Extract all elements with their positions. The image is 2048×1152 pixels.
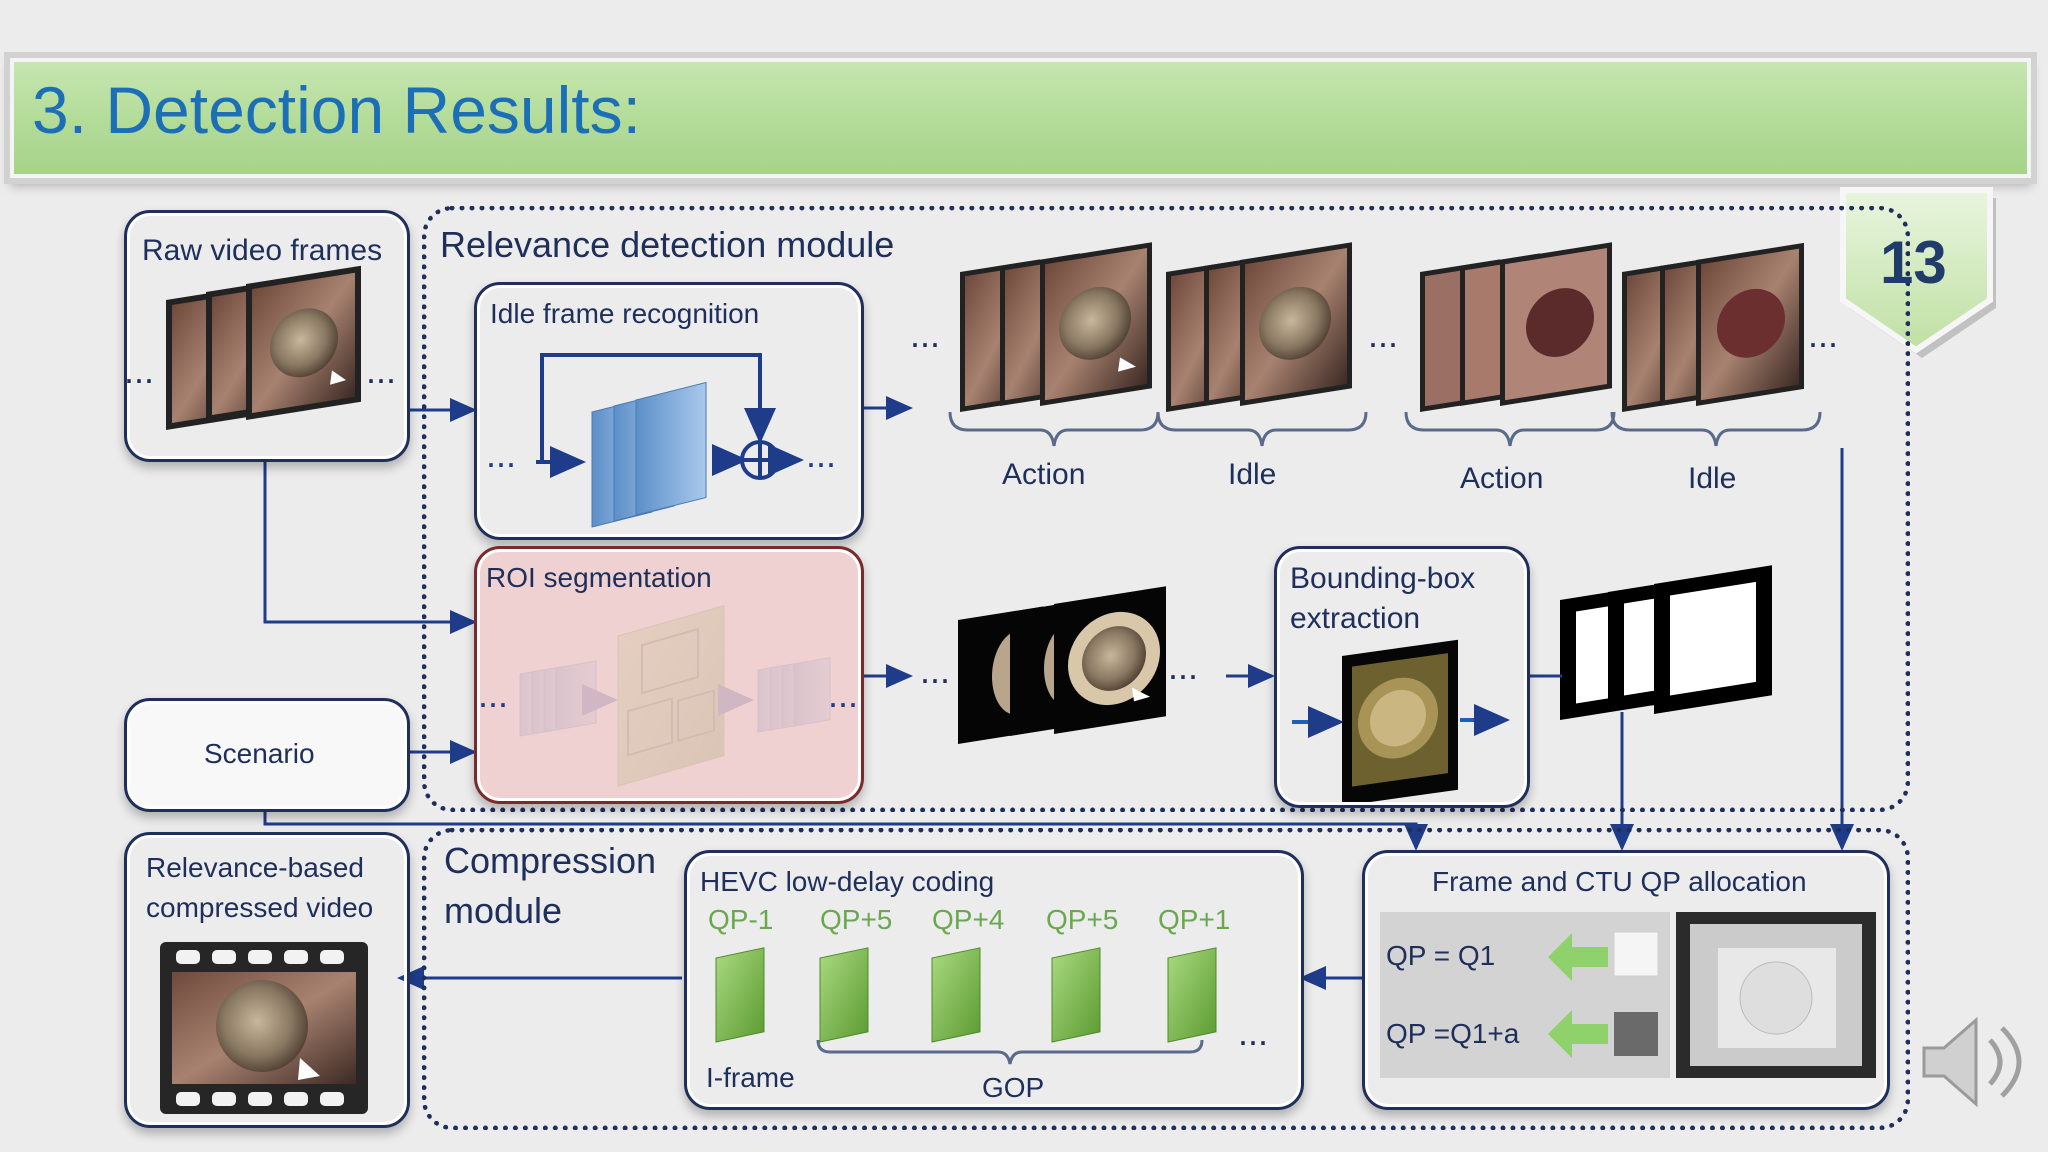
seg-ellipsis-left: ... [920, 650, 951, 691]
relevance-module-title: Relevance detection module [440, 224, 895, 265]
residual-block [536, 353, 804, 528]
gop-label: GOP [982, 1072, 1045, 1103]
idle-ellipsis-in: ... [486, 434, 517, 475]
qp-eq-2: QP =Q1+a [1386, 1018, 1520, 1049]
frame-stacks-top [960, 242, 1804, 412]
qp-label-3: QP+4 [932, 904, 1005, 935]
idle-ellipsis-out: ... [806, 434, 837, 475]
raw-frames-stack [166, 265, 361, 430]
scenario-label: Scenario [204, 738, 315, 769]
group-braces [948, 411, 1822, 447]
group-label-idle-1: Idle [1228, 458, 1277, 491]
qp-label-2: QP+5 [820, 904, 893, 935]
slide-title: 3. Detection Results: [32, 73, 641, 147]
raw-frames-label: Raw video frames [142, 234, 383, 267]
connectors [263, 396, 1854, 990]
qp-allocation-graphic [1380, 912, 1876, 1078]
page-number: 13 [1880, 229, 1947, 296]
frames-ellipsis-3: ... [1808, 314, 1839, 355]
roi-segmentation-box [474, 546, 864, 804]
compression-title-2: module [444, 890, 563, 931]
segmented-frames [958, 586, 1166, 744]
mask-stack [1560, 565, 1772, 720]
qp-eq-1: QP = Q1 [1386, 940, 1496, 971]
speaker-icon[interactable] [1922, 1016, 2022, 1108]
idle-recognition-label: Idle frame recognition [490, 298, 760, 329]
title-bar [10, 58, 2031, 178]
frames-ellipsis-2: ... [1368, 314, 1399, 355]
raw-frames-ellipsis-left: ... [124, 350, 155, 391]
scenario-box [124, 698, 410, 812]
roi-ellipsis-out: ... [828, 674, 859, 715]
hevc-box [684, 850, 1304, 1110]
qp-label-1: QP-1 [708, 904, 774, 935]
group-label-action-2: Action [1460, 462, 1544, 495]
output-label-2: compressed video [146, 892, 374, 923]
output-box [124, 832, 410, 1128]
roi-segmentation-label: ROI segmentation [486, 562, 712, 593]
filmstrip [160, 942, 368, 1114]
qp-allocation-title: Frame and CTU QP allocation [1432, 866, 1807, 897]
relevance-module-border [422, 206, 1910, 812]
bbox-extraction-label-1: Bounding-box [1290, 562, 1476, 595]
bbox-extraction-label-2: extraction [1290, 602, 1421, 635]
qp-label-5: QP+1 [1158, 904, 1231, 935]
bbox-graphic [1292, 639, 1510, 806]
group-label-idle-2: Idle [1688, 462, 1737, 495]
qp-label-4: QP+5 [1046, 904, 1119, 935]
idle-recognition-box [474, 282, 864, 540]
gop-ellipsis: ... [1238, 1012, 1269, 1053]
group-label-action-1: Action [1002, 458, 1086, 491]
qp-allocation-box [1362, 850, 1890, 1110]
bbox-extraction-box [1274, 546, 1530, 808]
roi-ellipsis-in: ... [478, 674, 509, 715]
iframe-label: I-frame [706, 1062, 795, 1093]
hevc-title: HEVC low-delay coding [700, 866, 995, 897]
output-label-1: Relevance-based [146, 852, 364, 883]
gop-frames [715, 947, 1217, 1065]
compression-title-1: Compression [444, 840, 657, 881]
compression-module-border [422, 828, 1910, 1130]
seg-ellipsis-right: ... [1168, 646, 1199, 687]
raw-frames-ellipsis-right: ... [366, 350, 397, 391]
frames-ellipsis-1: ... [910, 314, 941, 355]
page-number-badge [1840, 187, 1996, 358]
raw-frames-box [124, 210, 410, 462]
